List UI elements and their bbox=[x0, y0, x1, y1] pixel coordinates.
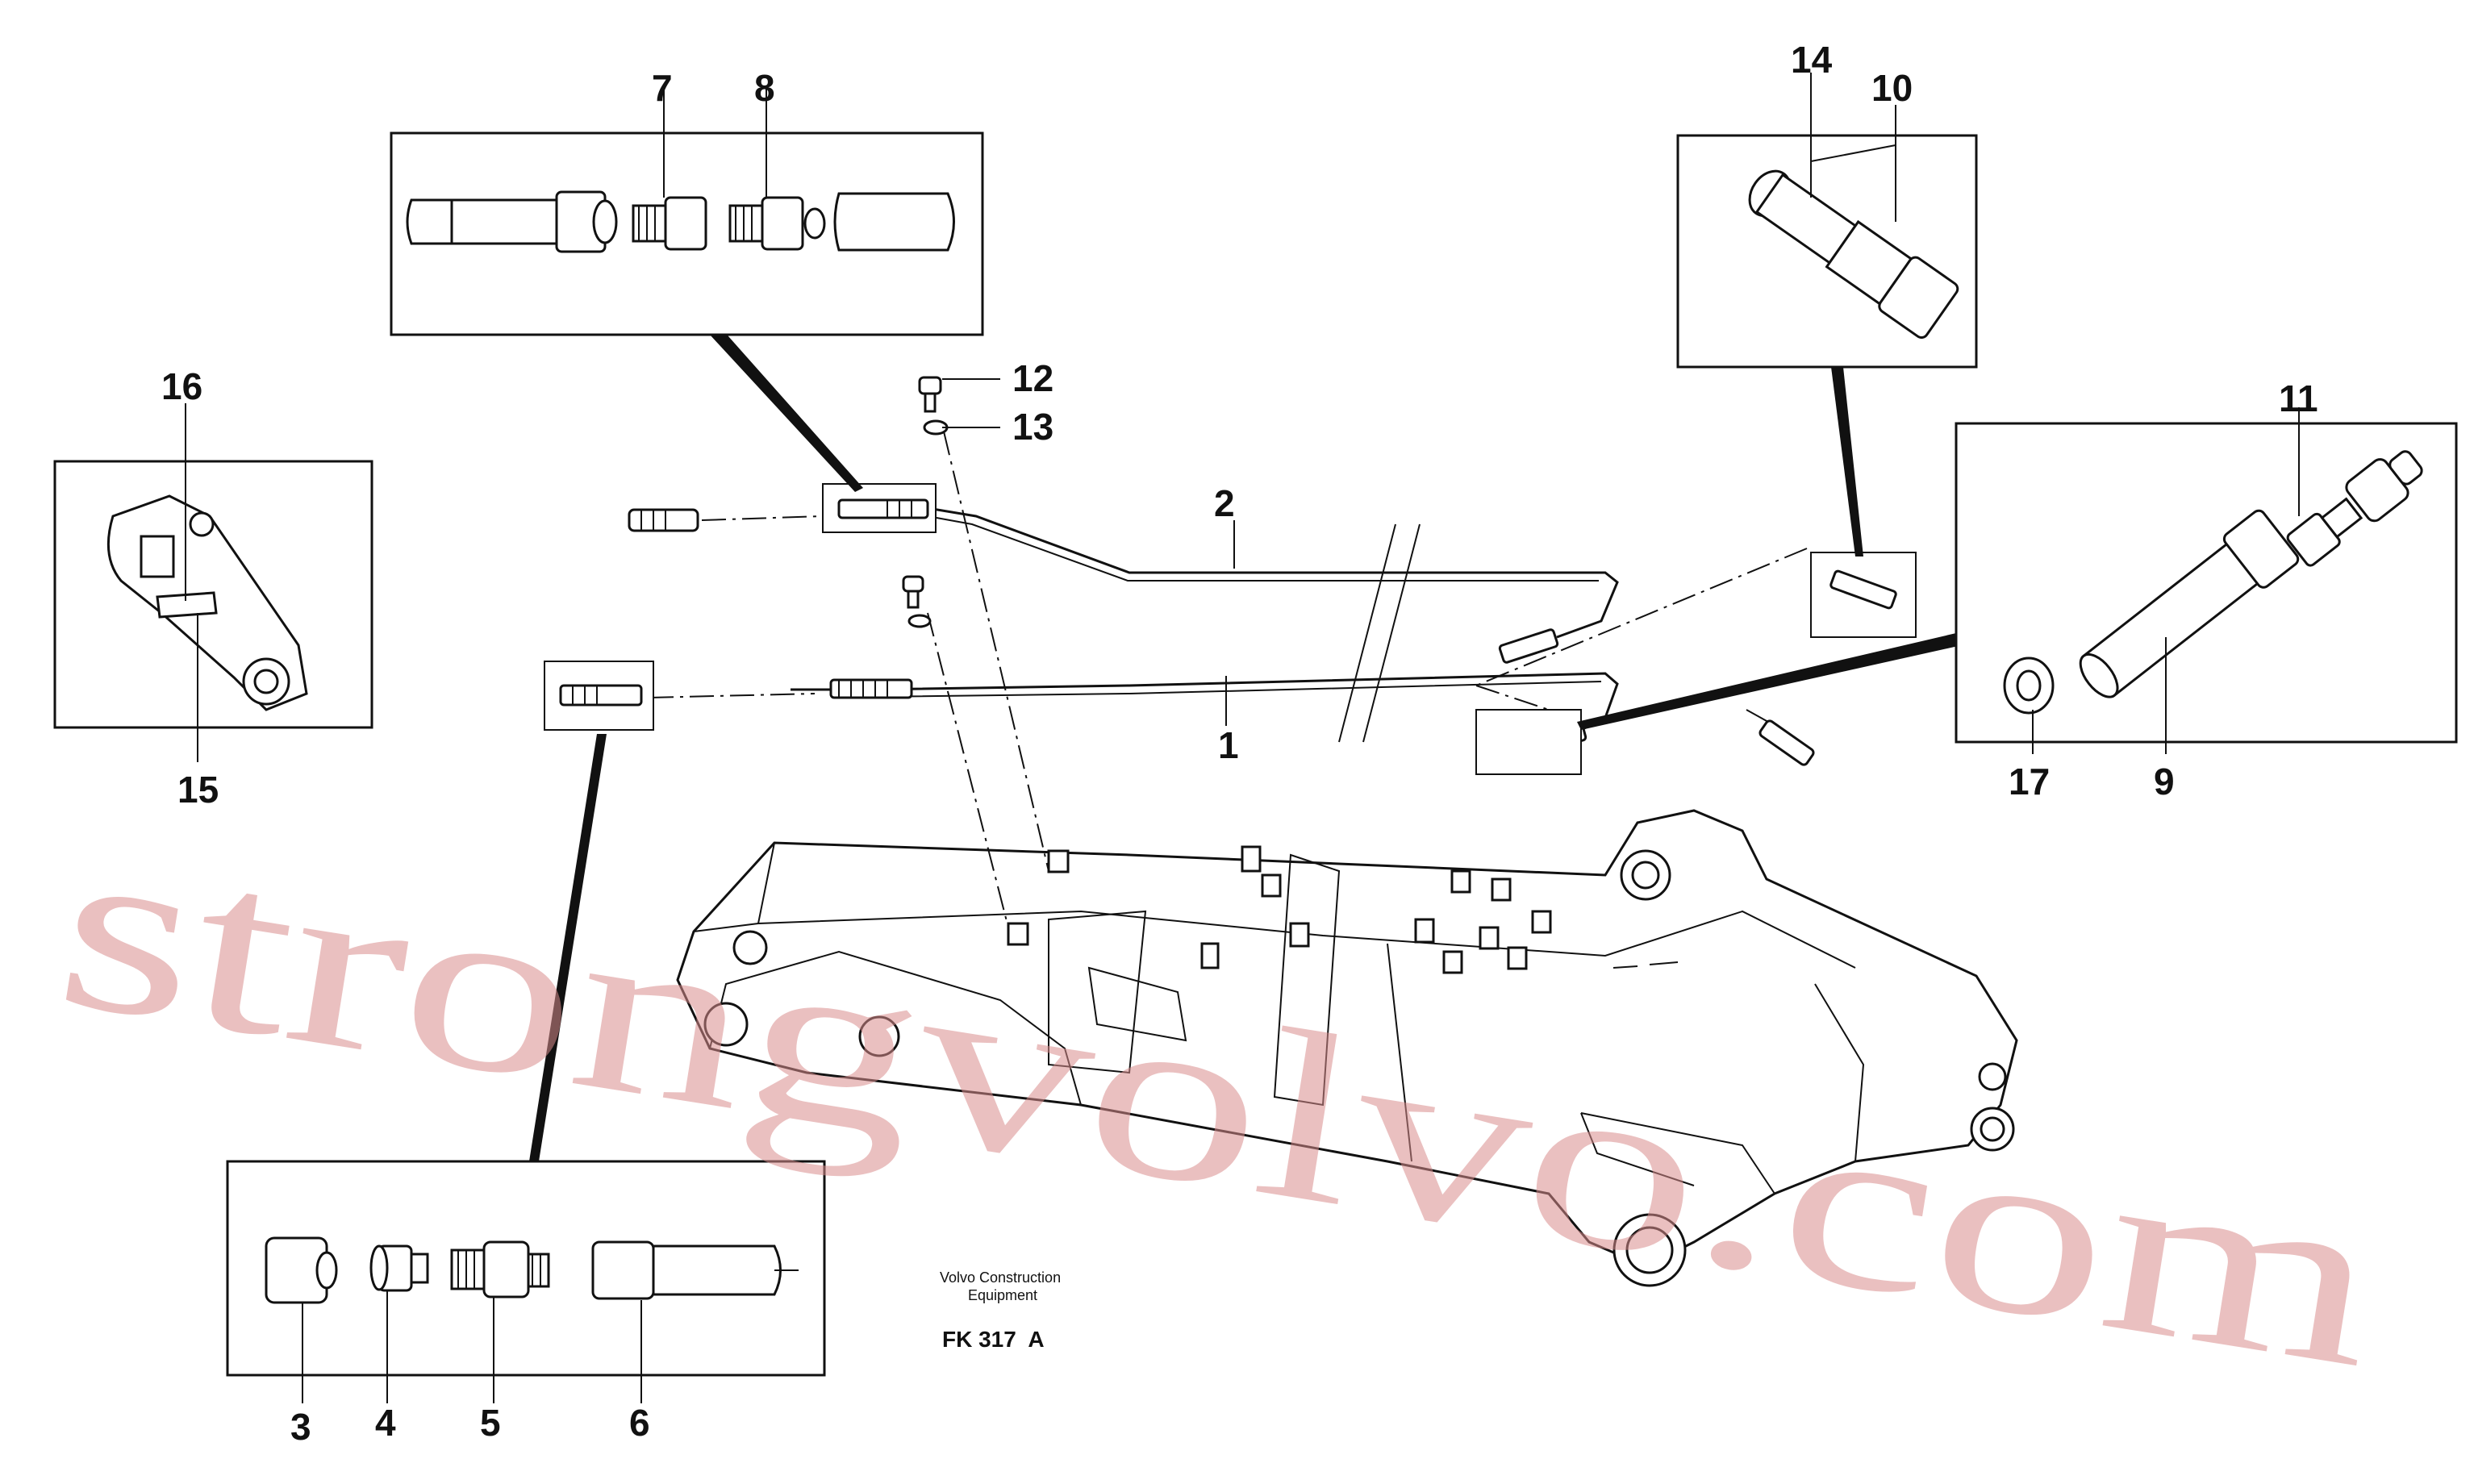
callout-10: 10 bbox=[1871, 67, 1913, 109]
detail-box-15-16 bbox=[53, 403, 373, 762]
callout-16: 16 bbox=[161, 365, 202, 407]
callout-6: 6 bbox=[629, 1402, 650, 1444]
caption-company-line2: Equipment bbox=[968, 1287, 1037, 1303]
detail-box-14-10 bbox=[1676, 73, 1978, 369]
detail-leaders bbox=[529, 329, 1962, 1161]
detail-box-3-6 bbox=[226, 1160, 826, 1403]
hydraulic-lines bbox=[544, 376, 1917, 928]
figure-code: FK 317 A bbox=[942, 1327, 1045, 1352]
callout-11: 11 bbox=[2279, 377, 2318, 419]
callout-13: 13 bbox=[1012, 406, 1053, 448]
callout-15: 15 bbox=[177, 769, 219, 811]
callout-labels: 1 2 3 4 5 6 7 8 9 10 11 12 13 14 15 16 1… bbox=[161, 39, 2318, 1448]
detail-box-9-11-17 bbox=[1955, 407, 2458, 754]
callout-4: 4 bbox=[375, 1402, 396, 1444]
caption-company: Volvo Construction bbox=[940, 1269, 1061, 1286]
callout-14: 14 bbox=[1791, 39, 1833, 81]
boom-arm bbox=[676, 809, 2018, 1287]
callout-12: 12 bbox=[1012, 357, 1053, 399]
callout-3: 3 bbox=[290, 1406, 311, 1448]
callout-5: 5 bbox=[480, 1402, 501, 1444]
callout-17: 17 bbox=[2009, 761, 2050, 802]
hose-clamp-blocks bbox=[1007, 845, 1552, 974]
callout-2: 2 bbox=[1214, 482, 1235, 524]
callout-8: 8 bbox=[754, 67, 775, 109]
callout-leaders bbox=[942, 378, 1235, 726]
detail-box-7-8 bbox=[390, 89, 984, 336]
callout-9: 9 bbox=[2154, 761, 2175, 802]
callout-7: 7 bbox=[652, 67, 673, 109]
callout-1: 1 bbox=[1218, 724, 1239, 766]
figure-caption: Volvo Construction Equipment FK 317 A bbox=[940, 1269, 1061, 1352]
